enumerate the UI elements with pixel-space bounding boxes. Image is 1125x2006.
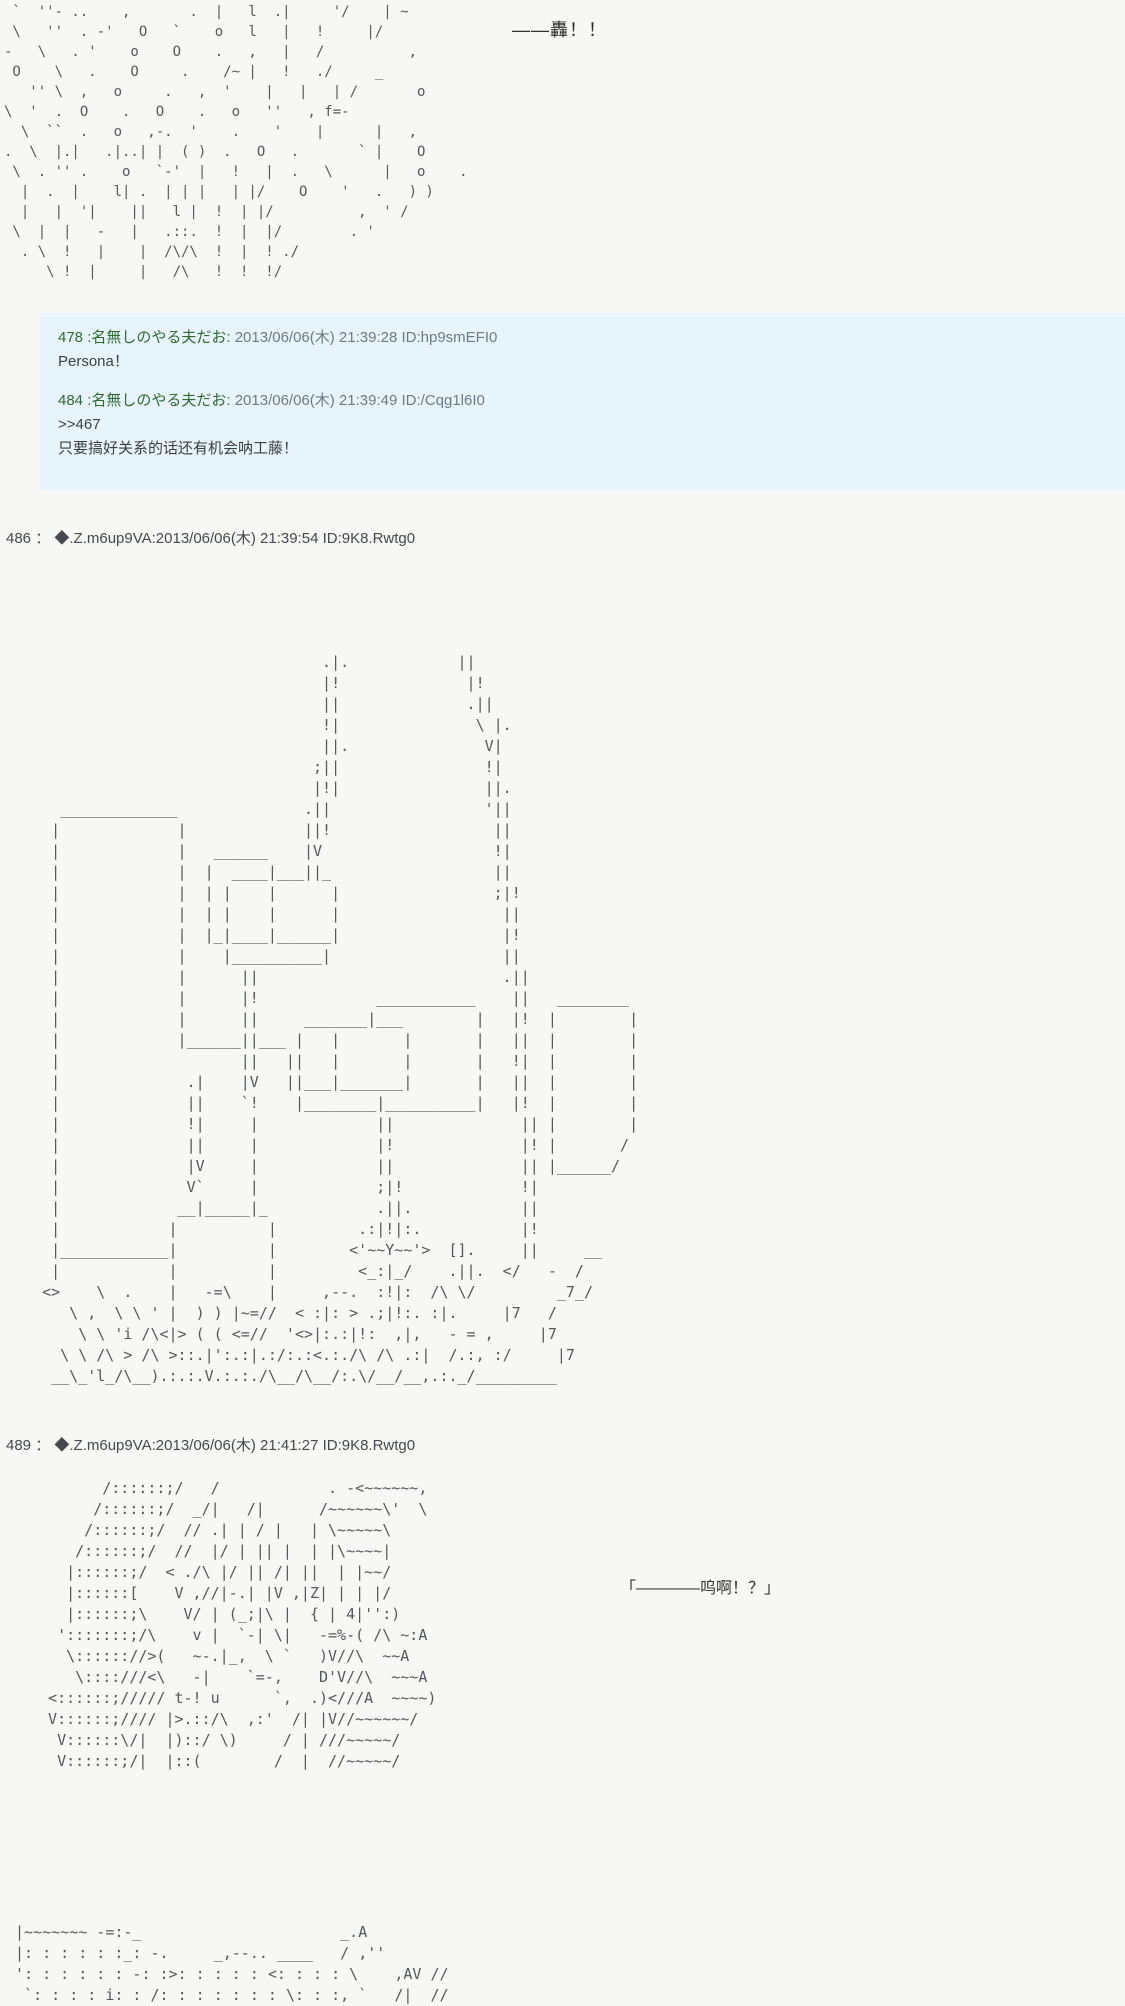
ascii-art-bottom-fragment: |~~~~~~~ -=:-_ _.A |: : : : : :_: -. _,-… [15, 1923, 449, 2004]
reply-anchor-467[interactable]: >>467 [58, 416, 101, 433]
post-478-header: 478 :名無しのやる夫だお: 2013/06/06(木) 21:39:28 I… [58, 326, 1115, 350]
post-484-body: 只要搞好关系的话还有机会呐工藤！ [58, 440, 299, 457]
ascii-art-explosion: ` ''- .. , . | l .| '/ | ~ \ '' . -' O `… [4, 4, 468, 280]
ascii-art-city-beams: .|. || |! |! || .|| !| \ |. [42, 653, 639, 1385]
dialogue-quote-text: 「――――呜啊！？」 [620, 1580, 781, 1597]
post-484: 484 :名無しのやる夫だお: 2013/06/06(木) 21:39:49 I… [58, 389, 1115, 461]
quoted-posts-box: 478 :名無しのやる夫だお: 2013/06/06(木) 21:39:28 I… [40, 313, 1125, 490]
post-478: 478 :名無しのやる夫だお: 2013/06/06(木) 21:39:28 I… [58, 326, 1115, 374]
sfx-boom-text: ――轟！！ [512, 20, 607, 40]
post-484-author: 484 :名無しのやる夫だお: [58, 392, 231, 409]
post-478-body: Persona！ [58, 353, 129, 370]
post-486-header: 486 ： ◆.Z.m6up9VA:2013/06/06(木) 21:39:54… [6, 530, 416, 547]
post-484-datetime-id: 2013/06/06(木) 21:39:49 ID:/Cqg1l6I0 [234, 392, 485, 409]
post-484-header: 484 :名無しのやる夫だお: 2013/06/06(木) 21:39:49 I… [58, 389, 1115, 413]
ascii-art-characters: /::::::;/ / . -<~~~~~~, /::::::;/ _/| /|… [48, 1479, 437, 1770]
post-489-header: 489 ： ◆.Z.m6up9VA:2013/06/06(木) 21:41:27… [6, 1437, 416, 1454]
post-478-datetime-id: 2013/06/06(木) 21:39:28 ID:hp9smEFI0 [234, 329, 498, 346]
post-478-author: 478 :名無しのやる夫だお: [58, 329, 231, 346]
